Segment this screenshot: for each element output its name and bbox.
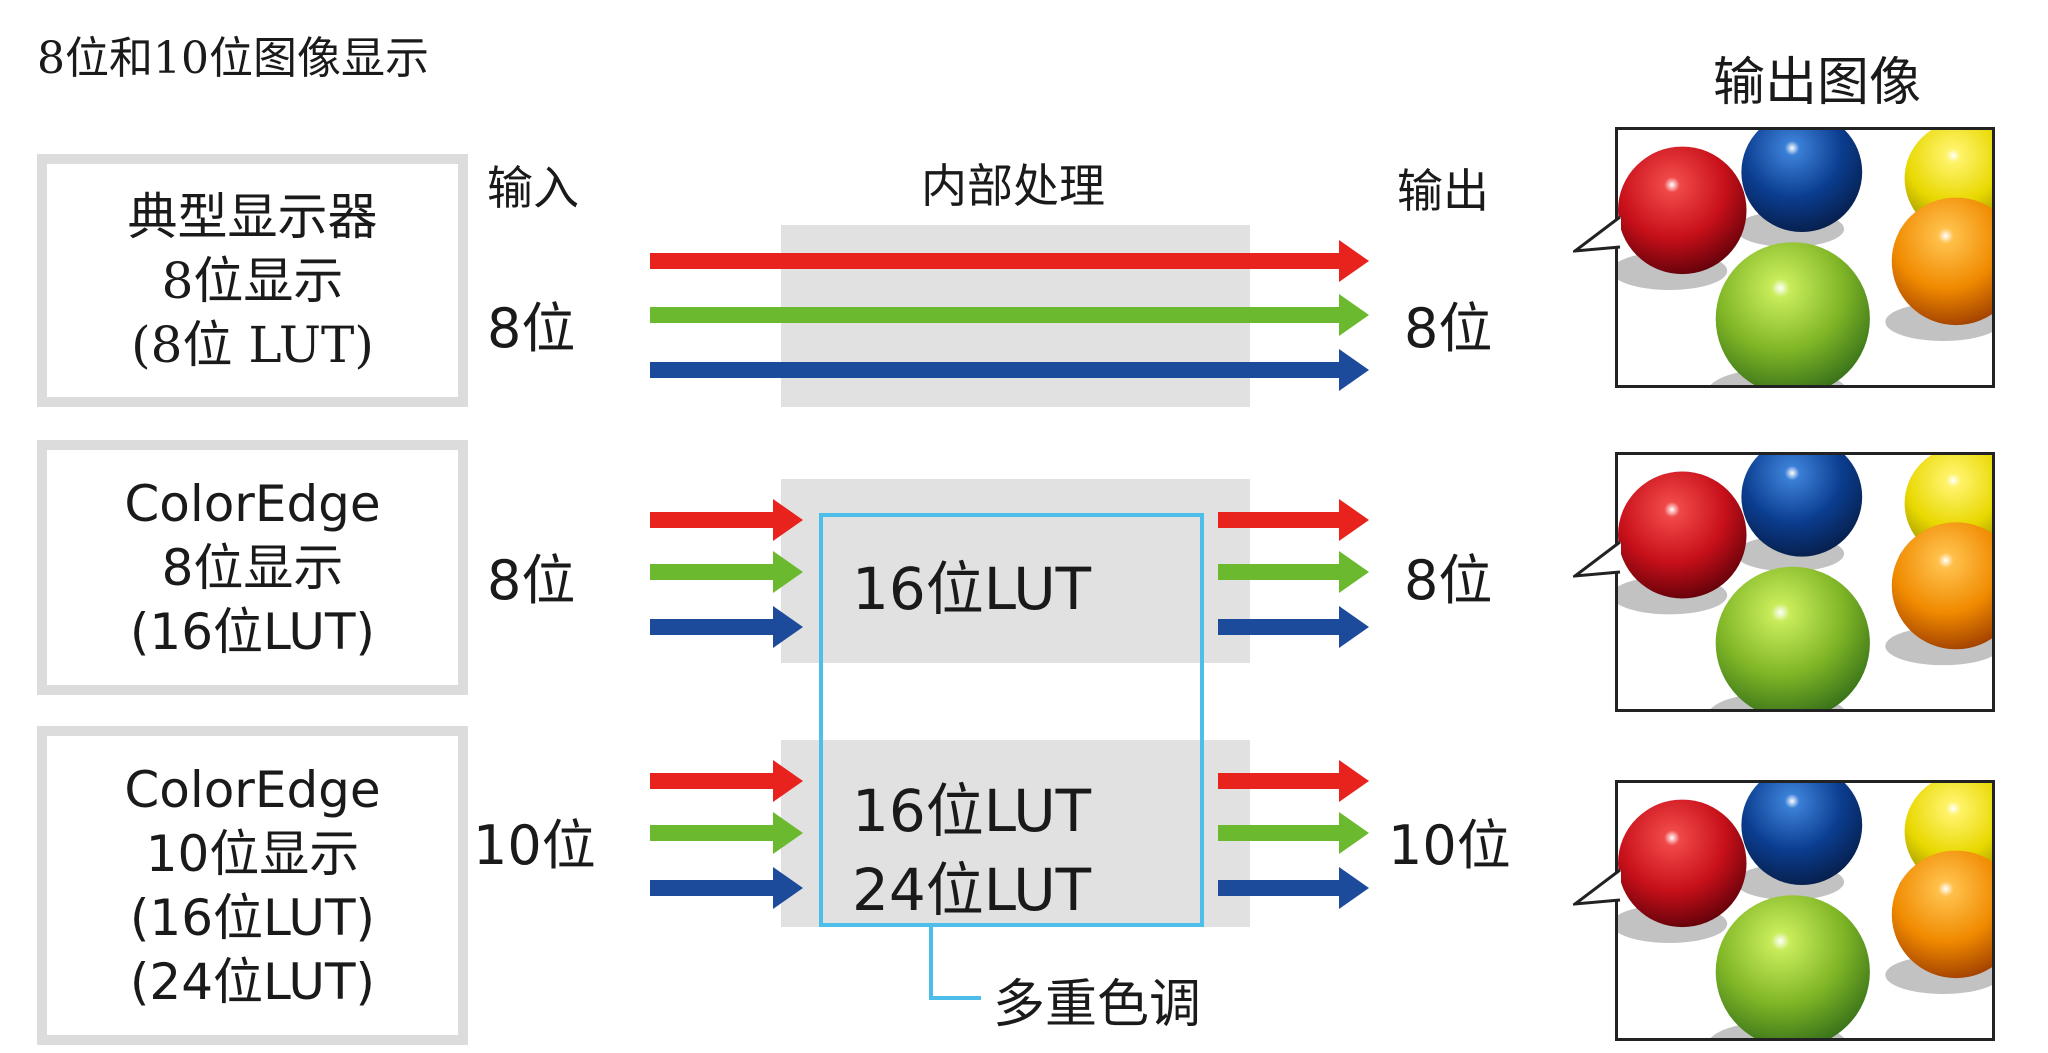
lut-label: 16位LUT (852, 777, 1092, 845)
input-bits-row3: 10位 (473, 814, 596, 877)
blue-arrow (650, 349, 1369, 391)
spheres-picture (1618, 455, 1992, 709)
orange-sphere (1891, 197, 1992, 326)
spheres-picture (1618, 783, 1992, 1038)
blue-sphere (1741, 455, 1863, 557)
green-sphere (1715, 566, 1870, 709)
connector-line (929, 996, 981, 1000)
processing-panel-row3 (781, 740, 1250, 927)
output-image-10bit-coloredge (1573, 780, 1995, 1041)
red-arrow (650, 760, 803, 802)
input-column-header: 输入 (487, 161, 579, 215)
output-image-8bit-coloredge (1573, 452, 1995, 712)
callout-tail (1573, 868, 1621, 906)
coloredge-10bit-box: ColorEdge 10位显示 (16位LUT) (24位LUT) (37, 726, 468, 1045)
box-label: 典型显示器 (127, 187, 378, 246)
green-sphere (1715, 242, 1870, 385)
red-sphere (1618, 471, 1747, 599)
lut-label: 24位LUT (852, 856, 1092, 924)
box-label: (24位LUT) (129, 952, 376, 1011)
green-arrow (1218, 812, 1369, 854)
diagram-title: 8位和10位图像显示 (37, 33, 429, 84)
box-label: (16位LUT) (129, 888, 376, 947)
red-sphere (1618, 146, 1747, 275)
output-image-header: 输出图像 (1713, 53, 1922, 113)
box-label: (8位 LUT) (131, 315, 374, 374)
blue-arrow (650, 606, 803, 648)
blue-sphere (1741, 783, 1863, 885)
blue-arrow (650, 867, 803, 909)
spheres-picture (1618, 130, 1992, 385)
box-label: ColorEdge (124, 474, 381, 533)
box-label: 8位显示 (161, 538, 344, 597)
connector-line (929, 927, 933, 999)
box-label: ColorEdge (124, 760, 381, 819)
output-image-8bit-typical (1573, 127, 1995, 388)
output-bits-row3: 10位 (1388, 814, 1511, 877)
callout-tail (1573, 540, 1621, 578)
output-bits-row2: 8位 (1404, 549, 1493, 612)
green-arrow (650, 812, 803, 854)
processing-panel-row2 (781, 479, 1250, 663)
lut-label: 16位LUT (852, 555, 1092, 623)
blue-arrow (1218, 606, 1369, 648)
red-sphere (1618, 799, 1747, 928)
coloredge-8bit-box: ColorEdge 8位显示 (16位LUT) (37, 440, 468, 695)
lut-highlight-box (819, 513, 1204, 927)
green-arrow (650, 294, 1369, 336)
orange-sphere (1891, 850, 1992, 979)
red-arrow (650, 240, 1369, 282)
blue-sphere (1741, 130, 1863, 232)
box-label: 8位显示 (161, 251, 344, 310)
red-arrow (1218, 499, 1369, 541)
blue-arrow (1218, 867, 1369, 909)
processing-column-header: 内部处理 (921, 159, 1105, 213)
red-arrow (650, 499, 803, 541)
typical-display-box: 典型显示器 8位显示 (8位 LUT) (37, 154, 468, 407)
box-label: (16位LUT) (129, 602, 376, 661)
box-label: 10位显示 (145, 824, 360, 883)
callout-tail (1573, 215, 1621, 253)
green-arrow (650, 551, 803, 593)
multi-tone-label: 多重色调 (993, 975, 1202, 1035)
orange-sphere (1891, 522, 1992, 650)
red-arrow (1218, 760, 1369, 802)
output-bits-row1: 8位 (1404, 297, 1493, 360)
green-arrow (1218, 551, 1369, 593)
input-bits-row1: 8位 (487, 297, 576, 360)
output-column-header: 输出 (1397, 164, 1489, 218)
input-bits-row2: 8位 (487, 549, 576, 612)
green-sphere (1715, 895, 1870, 1038)
